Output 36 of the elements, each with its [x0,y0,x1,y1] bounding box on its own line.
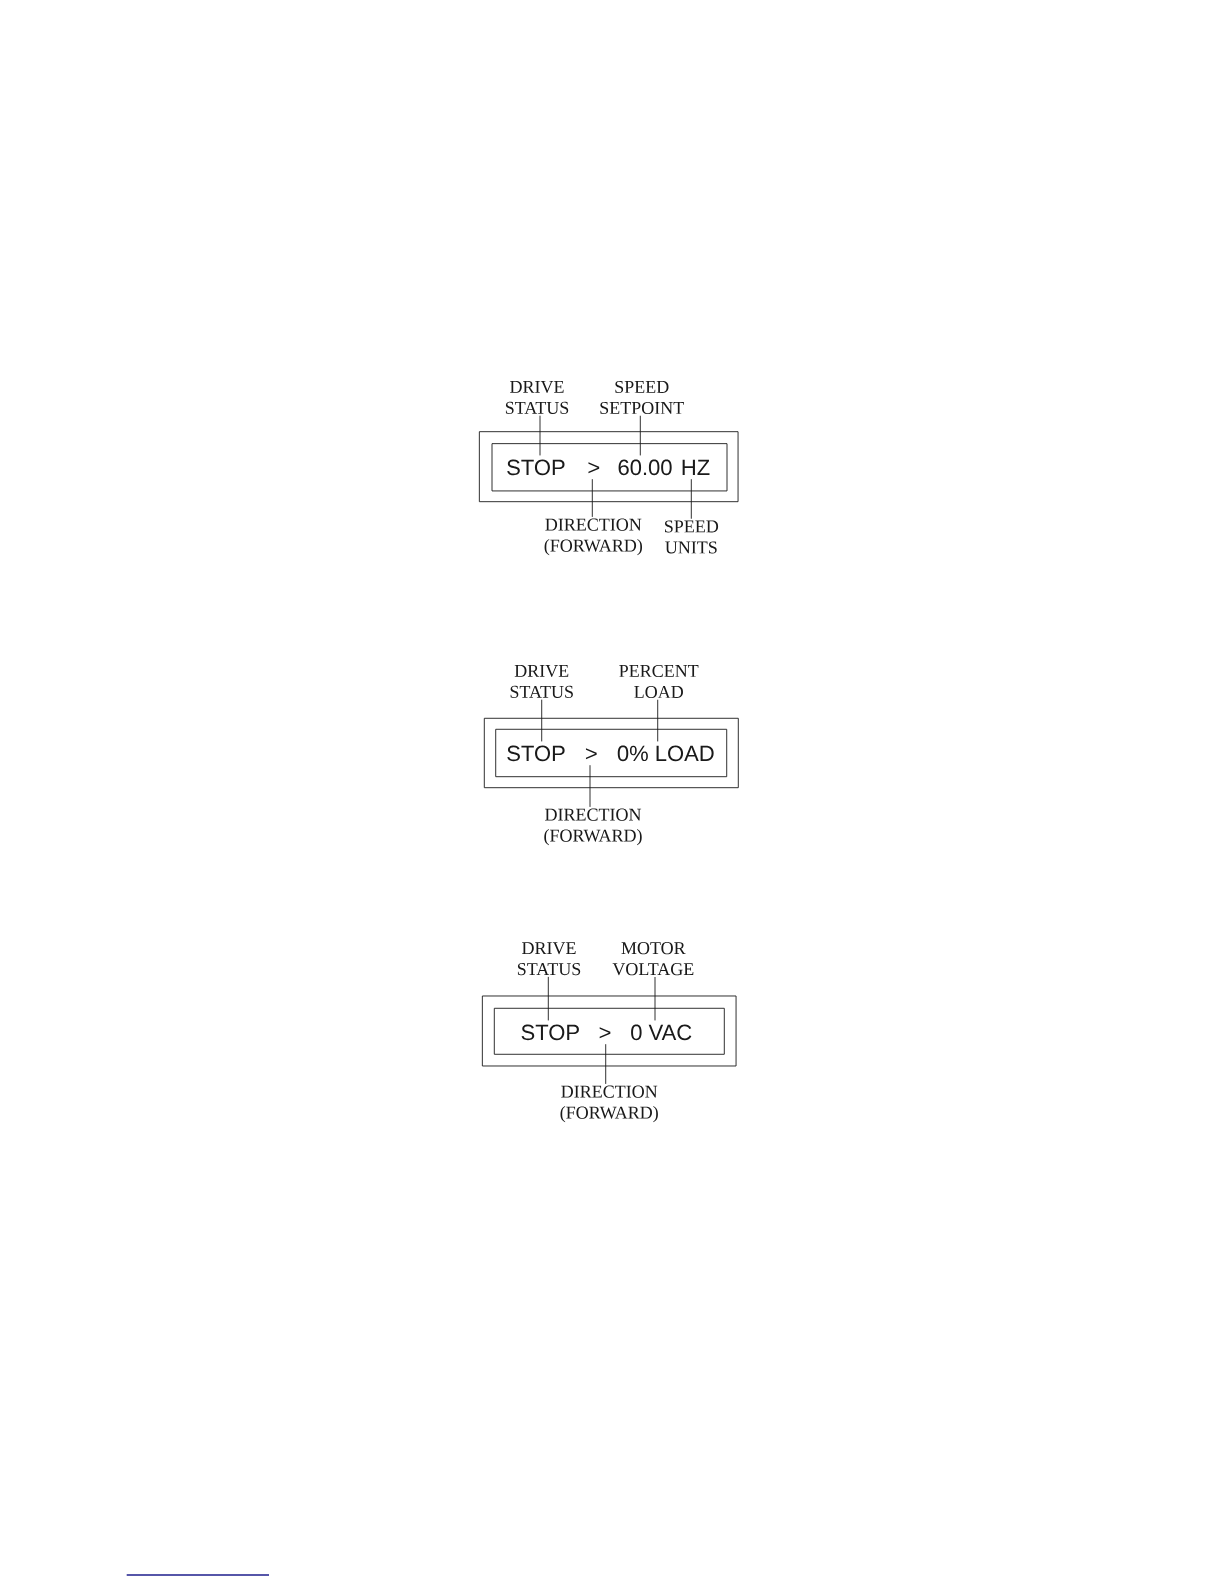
callout-label: DRIVE STATUS [505,381,569,414]
leader-line [589,764,591,808]
display-text: > [585,748,597,760]
display-text: HZ [682,459,710,475]
leader-line [690,478,692,520]
callout-label: DRIVE STATUS [510,665,573,698]
leader-line [591,478,593,518]
leader-line [547,976,549,1021]
display-text: 60.00 [618,459,672,476]
callout-label: MOTOR VOLTAGE [612,942,694,976]
display-screen [493,1007,725,1055]
display-text: STOP [507,745,565,762]
callout-label: DIRECTION (FORWARD) [560,1085,658,1123]
callout-label: SPEED SETPOINT [600,380,684,415]
leader-line [605,1043,607,1085]
display-frame [483,717,739,789]
leader-line [639,415,641,456]
leader-line [657,699,659,742]
display-text: STOP [507,459,565,476]
leader-line [654,976,656,1021]
display-text: STOP [521,1024,579,1041]
display-frame [478,431,739,503]
callout-label: SPEED UNITS [665,520,719,554]
display-frame [481,995,737,1067]
display-text: 0 VAC [631,1024,692,1041]
display-screen [491,443,728,492]
callout-label: PERCENT LOAD [619,664,699,699]
callout-label: DIRECTION (FORWARD) [544,518,642,556]
display-text: 0% LOAD [617,745,714,762]
display-text: > [599,1027,611,1039]
display-text: > [588,462,600,474]
leader-line [539,415,541,456]
display-screen [495,728,728,778]
callout-label: DRIVE STATUS [517,942,581,976]
leader-line [541,699,543,742]
callout-label: DIRECTION (FORWARD) [544,808,642,846]
